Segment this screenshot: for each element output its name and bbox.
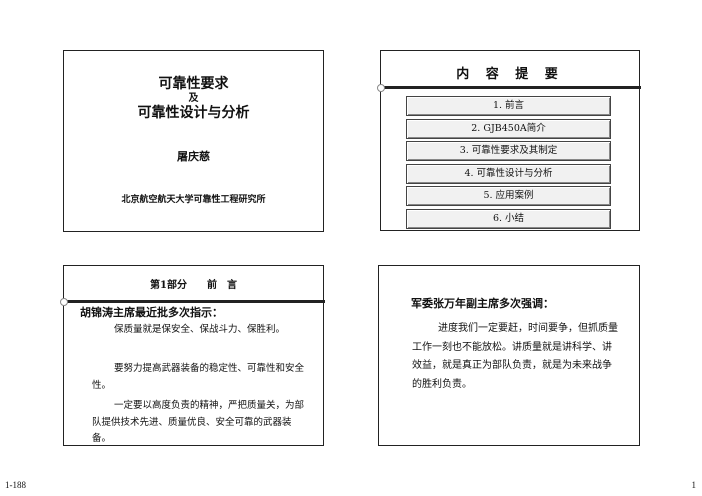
- contents-item[interactable]: 3. 可靠性要求及其制定: [406, 141, 611, 161]
- page-range: 1-188: [5, 480, 26, 490]
- contents-item[interactable]: 2. GJB450A简介: [406, 118, 611, 139]
- header-divider: [64, 300, 325, 303]
- slide-contents: 内 容 提 要 1. 前言 2. GJB450A简介 3. 可靠性要求及其制定 …: [377, 50, 641, 231]
- title-line-1: 可靠性要求: [158, 76, 229, 92]
- contents-item[interactable]: 4. 可靠性设计与分析: [406, 163, 611, 184]
- author: 屠庆慈: [177, 150, 210, 163]
- institute: 北京航空航天大学可靠性工程研究所: [121, 195, 266, 205]
- preface-para-1: 保质量就是保安全、保战斗力、保胜利。: [114, 324, 286, 335]
- slide-title: 可靠性要求 及 可靠性设计与分析 屠庆慈 北京航空航天大学可靠性工程研究所: [63, 50, 324, 232]
- header-divider: [381, 86, 641, 89]
- preface-para-3: 一定要以高度负责的精神，严把质量关，为部队提供技术先进、质量优良、安全可靠的武器…: [92, 400, 305, 444]
- quote-lead: 军委张万年副主席多次强调：: [411, 297, 554, 310]
- contents-item[interactable]: 5. 应用案例: [406, 186, 611, 206]
- contents-item[interactable]: 1. 前言: [406, 96, 611, 116]
- preface-title: 第1部分 前 言: [150, 280, 237, 291]
- slide-quote: 军委张万年副主席多次强调： 进度我们一定要赶，时间要争，但抓质量工作一刻也不能放…: [378, 265, 640, 446]
- quote-para: 进度我们一定要赶，时间要争，但抓质量工作一刻也不能放松。讲质量就是讲科学、讲效益…: [412, 323, 618, 390]
- contents-item[interactable]: 6. 小结: [406, 208, 611, 229]
- title-line-2: 及: [188, 93, 199, 104]
- preface-lead: 胡锦涛主席最近批多次指示：: [80, 306, 223, 319]
- slide-preface: 第1部分 前 言 胡锦涛主席最近批多次指示： 保质量就是保安全、保战斗力、保胜利…: [60, 265, 325, 446]
- contents-title: 内 容 提 要: [456, 67, 564, 82]
- contents-menu: 1. 前言 2. GJB450A简介 3. 可靠性要求及其制定 4. 可靠性设计…: [406, 96, 611, 231]
- page-number: 1: [691, 480, 697, 490]
- bullet-dot-icon: [377, 84, 385, 92]
- preface-para-2: 要努力提高武器装备的稳定性、可靠性和安全性。: [92, 363, 305, 391]
- bullet-dot-icon: [60, 298, 68, 306]
- title-line-3: 可靠性设计与分析: [137, 105, 250, 121]
